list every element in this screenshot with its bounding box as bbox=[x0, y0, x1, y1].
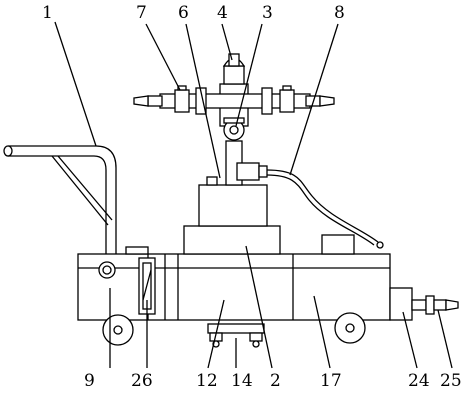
label-12: 12 bbox=[196, 371, 218, 391]
leader-lines bbox=[54, 21, 453, 369]
label-26: 26 bbox=[131, 371, 153, 391]
label-14: 14 bbox=[231, 371, 253, 391]
label-9: 9 bbox=[84, 371, 95, 391]
push-handle bbox=[3, 145, 117, 255]
label-8: 8 bbox=[334, 3, 345, 23]
label-7: 7 bbox=[136, 3, 147, 23]
label-4: 4 bbox=[217, 3, 228, 23]
spray-head bbox=[133, 53, 335, 141]
label-17: 17 bbox=[320, 371, 342, 391]
outlet-nozzle bbox=[389, 287, 459, 321]
label-2: 2 bbox=[270, 371, 281, 391]
label-24: 24 bbox=[408, 371, 430, 391]
label-6: 6 bbox=[178, 3, 189, 23]
label-3: 3 bbox=[262, 3, 273, 23]
inlet-port bbox=[98, 261, 116, 279]
label-25: 25 bbox=[440, 371, 462, 391]
label-1: 1 bbox=[42, 3, 53, 23]
pump-base bbox=[183, 140, 281, 255]
cart-body bbox=[77, 234, 391, 321]
